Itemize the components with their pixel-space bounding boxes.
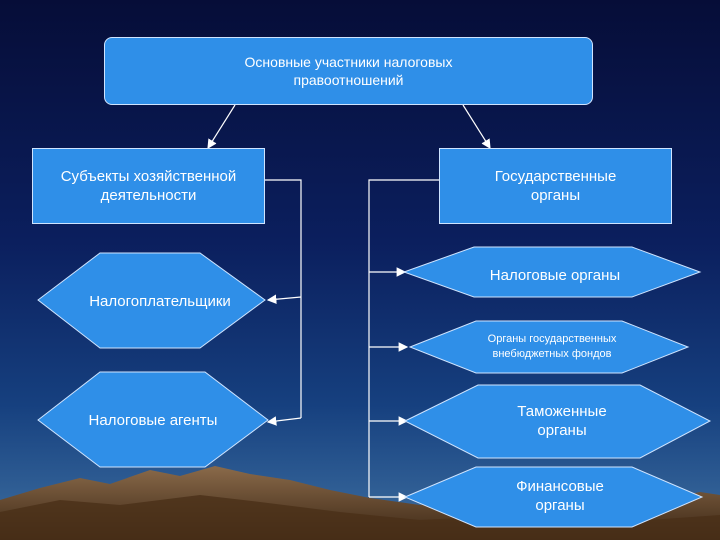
arrow-root-to-right (462, 104, 491, 150)
tax-authorities-label: Налоговые органы (489, 266, 621, 284)
hexagon-tax-agents (37, 371, 269, 468)
customs-label: Таможенные органы (517, 403, 607, 439)
left-header-label: Субъекты хозяйственной деятельности (60, 168, 237, 204)
taxpayers-label: Налогоплательщики (89, 292, 231, 310)
arrow-root-to-left (207, 104, 236, 150)
right-header-node: Государственные органы (439, 148, 672, 224)
right-header-label: Государственные органы (494, 168, 617, 204)
right-bracket-connector (368, 179, 439, 497)
arrow-to-tax-agents (266, 416, 302, 426)
hexagon-tax-authorities (402, 246, 702, 298)
root-node-label: Основные участники налоговых правоотноше… (244, 54, 453, 88)
mountain-highlight (0, 495, 720, 540)
hexagon-finance (403, 466, 704, 528)
tax-agents-label: Налоговые агенты (88, 411, 218, 429)
hexagon-extrabudgetary-funds (408, 320, 690, 374)
hexagon-customs (403, 384, 712, 459)
hexagon-taxpayers (37, 252, 266, 349)
arrow-to-taxpayers (266, 294, 302, 305)
root-node: Основные участники налоговых правоотноше… (104, 37, 593, 105)
left-header-node: Субъекты хозяйственной деятельности (32, 148, 265, 224)
extrabudgetary-funds-label: Органы государственных внебюджетных фонд… (487, 333, 617, 360)
finance-label: Финансовые органы (516, 478, 604, 514)
left-bracket-connector (265, 179, 302, 418)
